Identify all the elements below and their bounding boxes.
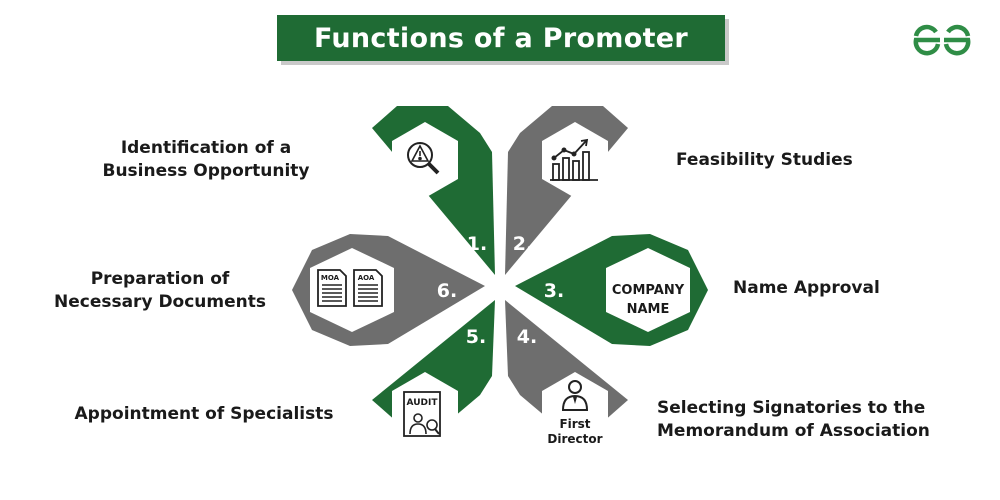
step-label-5-line-1: Appointment of Specialists — [74, 404, 334, 424]
step-label-2: Feasibility Studies — [676, 149, 853, 172]
step-number-4: 4. — [517, 326, 537, 348]
moa-aoa-documents-icon: MOA AOA — [317, 269, 383, 307]
step-label-4: Selecting Signatories to the Memorandum … — [657, 397, 930, 443]
first-director-line-2: Director — [547, 432, 602, 446]
step-number-5: 5. — [466, 326, 486, 348]
step-number-3: 3. — [544, 280, 564, 302]
step-label-1: Identification of a Business Opportunity — [95, 137, 317, 183]
icon-hexagon-1 — [392, 122, 458, 198]
audit-label: AUDIT — [407, 398, 439, 408]
warning-magnifier-icon — [407, 142, 440, 175]
bar-chart-icon — [550, 138, 598, 181]
aoa-label: AOA — [358, 274, 375, 282]
step-label-2-line-1: Feasibility Studies — [676, 150, 853, 170]
step-label-3-line-1: Name Approval — [733, 278, 880, 298]
step-label-4-line-2: Memorandum of Association — [657, 421, 930, 441]
company-name-icon: COMPANY NAME — [612, 283, 685, 317]
step-label-6: Preparation of Necessary Documents — [46, 268, 274, 314]
icon-hexagon-5 — [392, 372, 458, 448]
step-label-1-line-1: Identification of a — [120, 138, 292, 158]
icon-hexagon-6 — [310, 248, 394, 332]
page-title: Functions of a Promoter — [313, 22, 689, 54]
step-number-6: 6. — [437, 280, 457, 302]
step-label-3: Name Approval — [733, 277, 880, 300]
company-name-line-2: NAME — [627, 302, 670, 317]
step-label-6-line-1: Preparation of — [90, 269, 230, 289]
step-label-6-line-2: Necessary Documents — [53, 292, 267, 312]
icon-hexagon-3 — [606, 248, 690, 332]
company-name-line-1: COMPANY — [612, 283, 685, 298]
first-director-icon: First Director — [547, 380, 603, 446]
step-number-2: 2. — [513, 233, 533, 255]
step-label-4-line-1: Selecting Signatories to the — [657, 398, 926, 418]
first-director-line-1: First — [559, 417, 590, 431]
audit-document-icon: AUDIT — [403, 391, 441, 437]
step-label-5: Appointment of Specialists — [68, 403, 340, 426]
step-label-1-line-2: Business Opportunity — [102, 161, 310, 181]
title-banner: Functions of a Promoter — [277, 15, 725, 61]
moa-label: MOA — [321, 274, 340, 282]
geeksforgeeks-logo-icon — [913, 24, 971, 56]
step-number-1: 1. — [467, 233, 487, 255]
